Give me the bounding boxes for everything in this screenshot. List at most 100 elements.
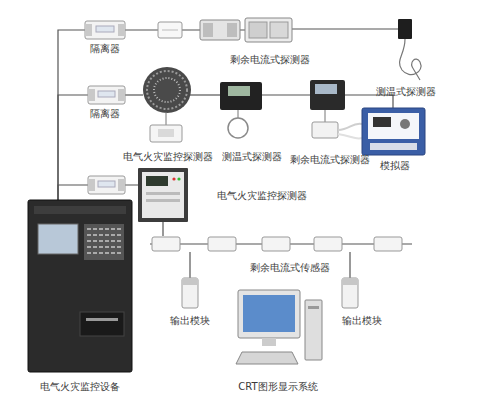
sensor-body <box>208 237 236 251</box>
monitor-frame <box>238 290 300 338</box>
module-box: 输出模块 <box>342 278 358 308</box>
monitor-screen <box>243 295 295 332</box>
signal-wire <box>338 134 362 139</box>
device-wire <box>325 110 326 122</box>
bus-wire <box>125 94 143 95</box>
node-label: 剩余电流式探测器 <box>230 53 310 67</box>
cable-strands <box>147 71 187 109</box>
simulator-knob <box>400 119 410 129</box>
bus-wire <box>58 95 88 200</box>
node-label: CRT图形显示系统 <box>238 380 317 394</box>
simulator-strip <box>370 143 417 150</box>
drive-bay <box>308 306 319 309</box>
detector-body <box>220 82 262 110</box>
detector-body <box>310 80 345 110</box>
detector-box: 剩余电流式探测器 <box>310 80 345 110</box>
controller-keypad <box>84 224 124 260</box>
sensor-body <box>262 237 290 251</box>
isolator-symbol <box>88 176 125 194</box>
module-top <box>342 278 358 285</box>
controller-header <box>34 206 126 214</box>
bus-wire <box>189 252 190 278</box>
controller-cabinet <box>28 200 132 372</box>
bus-wire <box>190 94 220 95</box>
isolator-box: 隔离器 <box>85 21 125 39</box>
panel-face <box>142 172 184 218</box>
bus-wire <box>349 252 350 278</box>
detector-display <box>228 86 250 96</box>
isolator-plate <box>98 181 115 187</box>
signal-wire <box>338 124 362 130</box>
pc-tower <box>305 300 322 360</box>
terminal <box>203 23 213 37</box>
isolator-body <box>88 176 125 194</box>
bus-wire <box>58 30 85 200</box>
printer-slot <box>86 318 118 321</box>
probe-cable <box>400 39 421 80</box>
sensor-body <box>152 237 180 251</box>
computer-box: CRT图形显示系统 <box>232 288 324 368</box>
isolator-box: 隔离器 <box>88 86 125 104</box>
panel-display <box>146 176 168 186</box>
module-body <box>342 278 358 308</box>
device-wire <box>166 112 167 125</box>
sensor-body <box>314 237 342 251</box>
detector-part <box>158 129 174 137</box>
terminal <box>118 179 125 191</box>
simulator-box: 模拟器 <box>362 108 425 155</box>
detector-box: 电气火灾监控探测器 <box>138 168 188 222</box>
panel-detail <box>146 192 180 195</box>
module-top <box>182 278 198 285</box>
device-detail <box>162 30 178 31</box>
probe-wire <box>238 110 239 118</box>
node-label: 测温式探测器 <box>222 150 282 164</box>
bus-wire <box>292 28 398 29</box>
node-label: 输出模块 <box>170 314 210 328</box>
temperature-probe-body <box>398 19 412 39</box>
device-body <box>158 22 182 38</box>
sensor-group: 剩余电流式传感器 <box>150 236 412 252</box>
device-body <box>200 20 240 40</box>
simulator-panel <box>368 113 419 139</box>
cable-strands <box>154 78 180 102</box>
node-label: 隔离器 <box>90 107 120 121</box>
terminal <box>85 24 92 36</box>
detector-box: 剩余电流式探测器 <box>245 18 292 42</box>
simulator-display <box>373 117 391 127</box>
terminal <box>227 23 237 37</box>
sensor-body <box>312 122 338 138</box>
isolator-plate <box>96 26 114 32</box>
panel-frame <box>138 168 188 222</box>
terminal <box>88 89 95 101</box>
terminal <box>88 179 95 191</box>
module-box: 输出模块 <box>182 278 198 308</box>
keyboard <box>236 352 298 364</box>
printer <box>80 312 124 336</box>
node-label: 模拟器 <box>380 159 410 173</box>
node-label: 剩余电流式传感器 <box>250 261 330 275</box>
node-label: 剩余电流式探测器 <box>290 153 370 167</box>
detector-box: 测温式探测器 <box>398 19 412 39</box>
monitor-stand <box>262 338 276 346</box>
module-body <box>182 278 198 308</box>
detector-body <box>150 125 182 142</box>
keypad-keys <box>87 229 121 253</box>
node-label: 输出模块 <box>342 314 382 328</box>
isolator-symbol <box>85 21 125 39</box>
panel-led <box>172 177 175 180</box>
isolator-body <box>88 86 125 104</box>
cable-bundle <box>143 67 191 113</box>
controller-box: 电气火灾监控设备 <box>28 200 132 372</box>
detector-box: 测温式探测器 <box>220 82 262 110</box>
controller-screen <box>38 224 78 254</box>
terminal <box>118 24 125 36</box>
isolator-body <box>85 21 125 39</box>
isolator-symbol <box>88 86 125 104</box>
node-label: 隔离器 <box>90 42 120 56</box>
isolator-plate <box>98 91 115 97</box>
node-label: 电气火灾监控探测器 <box>217 189 307 203</box>
detector-part <box>249 22 267 38</box>
node-label: 电气火灾监控探测器 <box>123 150 213 164</box>
sensor-body <box>374 237 402 251</box>
detector-part <box>270 22 288 38</box>
